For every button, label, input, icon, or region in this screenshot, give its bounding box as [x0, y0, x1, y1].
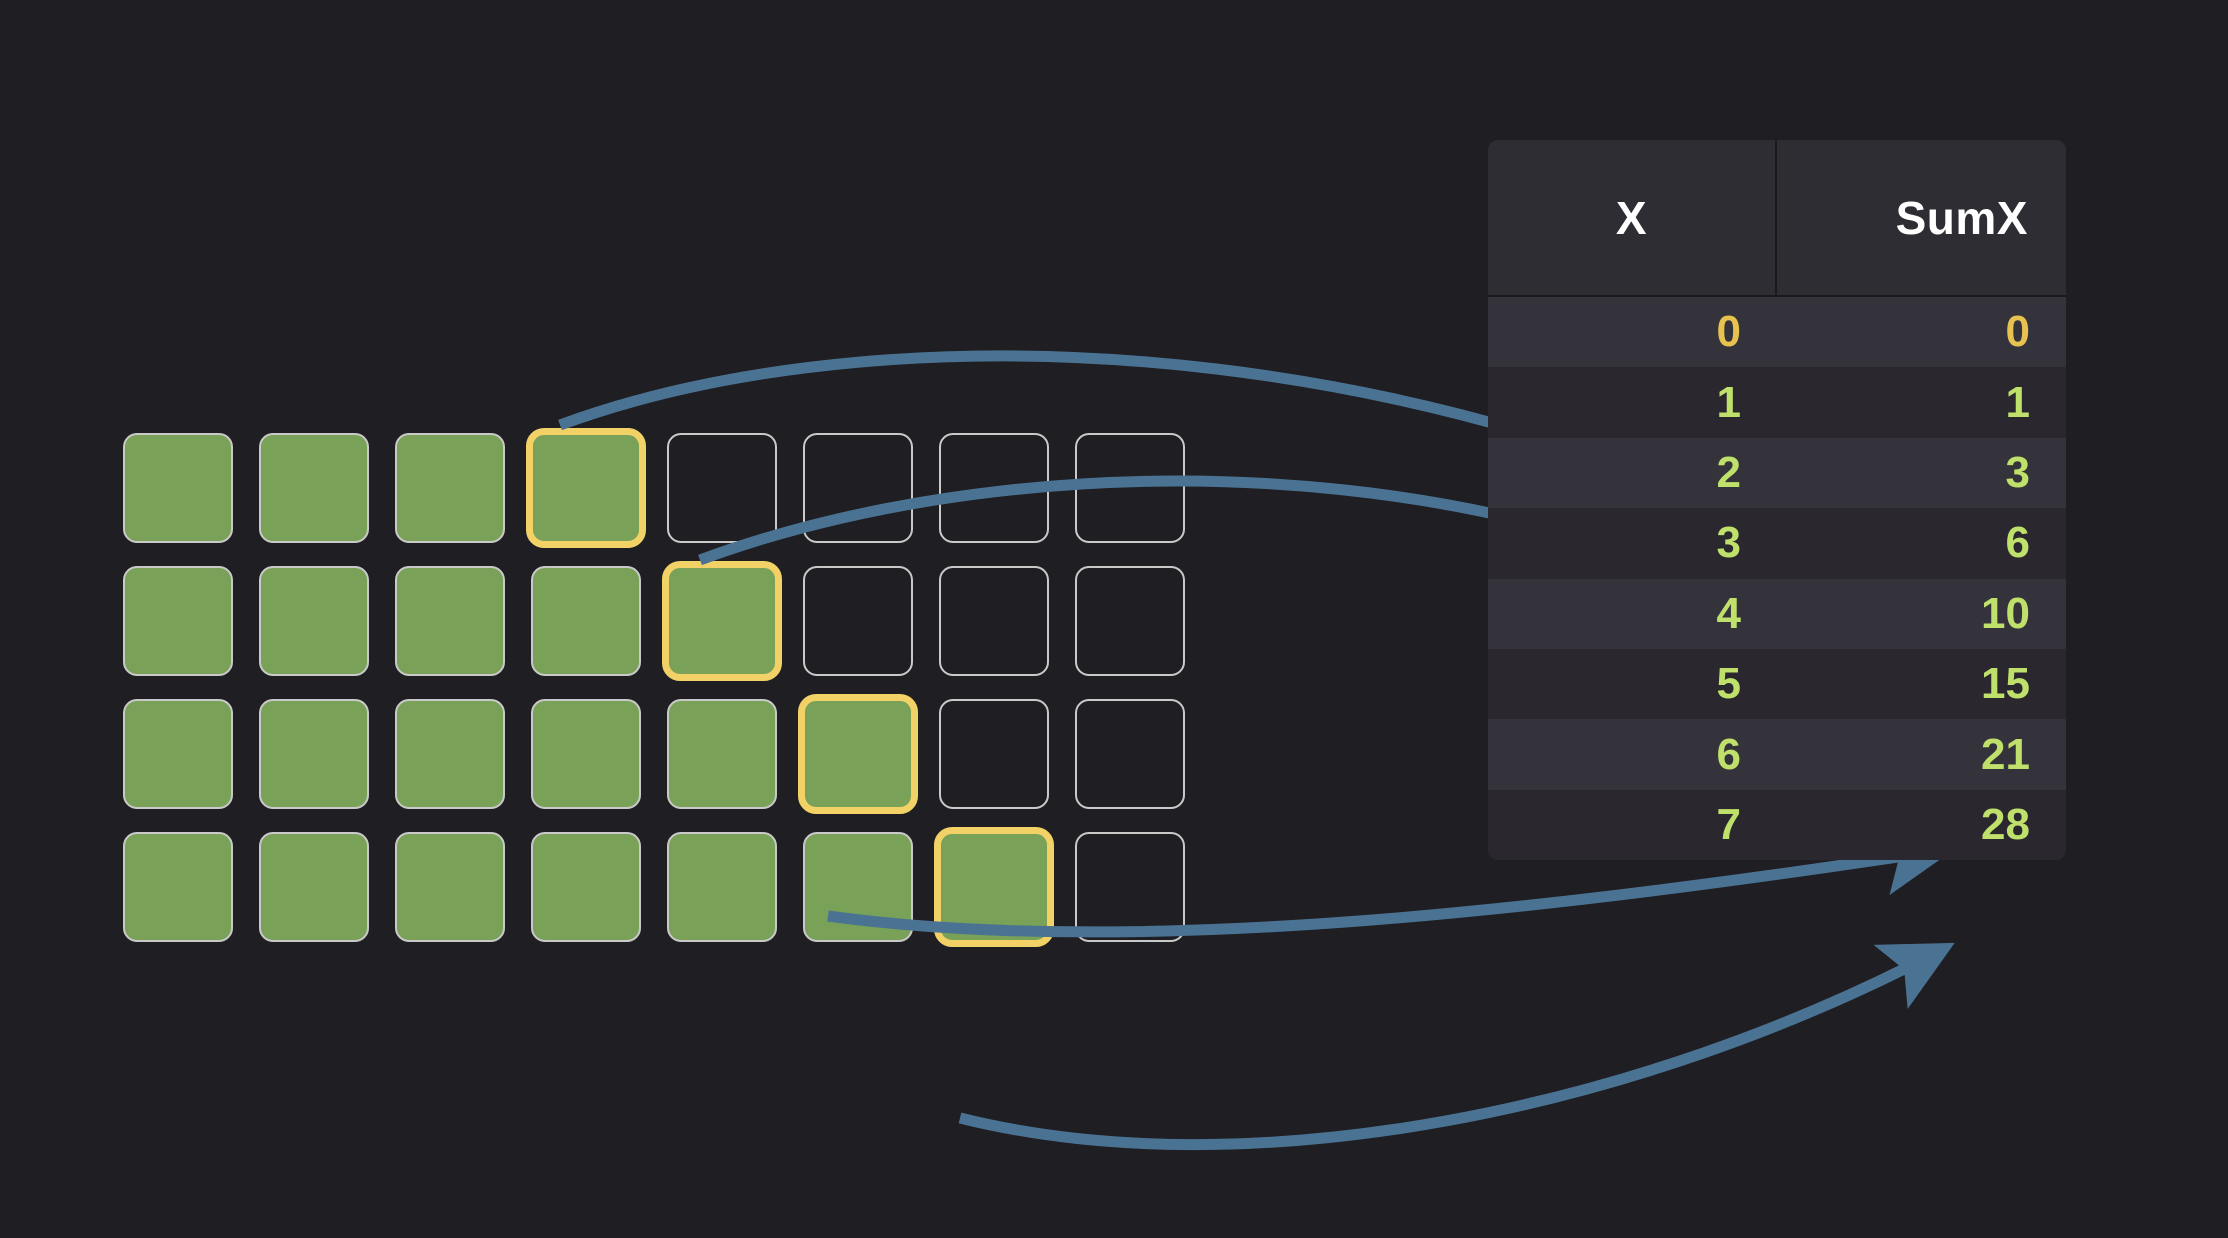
grid-cell-filled	[123, 433, 233, 543]
table-header-row: X SumX	[1488, 140, 2066, 297]
grid-cell-filled	[803, 832, 913, 942]
grid-cell-filled	[259, 832, 369, 942]
table-cell-sumx: 0	[2005, 307, 2030, 357]
table-cell-sumx: 15	[1981, 659, 2030, 709]
grid-cell-current	[662, 561, 782, 681]
grid-cell-empty	[939, 433, 1049, 543]
table-header-sumx: SumX	[1895, 191, 2028, 244]
table-row: 4 10	[1488, 578, 2066, 649]
grid-row-4	[123, 827, 1185, 947]
table-cell-x: 2	[1716, 447, 1741, 497]
grid-cell-empty	[939, 699, 1049, 809]
grid-cell-filled	[395, 433, 505, 543]
grid-row-1	[123, 428, 1185, 548]
grid-cell-empty	[1075, 433, 1185, 543]
grid-cell-current	[798, 694, 918, 814]
table-cell-x: 5	[1716, 659, 1741, 709]
grid-cell-empty	[803, 433, 913, 543]
grid-row-2	[123, 561, 1185, 681]
grid-cell-empty	[1075, 566, 1185, 676]
grid-cell-filled	[123, 699, 233, 809]
grid-cell-filled	[395, 699, 505, 809]
grid-cell-empty	[939, 566, 1049, 676]
grid-cell-filled	[531, 699, 641, 809]
grid-cell-filled	[395, 832, 505, 942]
grid-cell-filled	[531, 832, 641, 942]
table-cell-x: 0	[1716, 307, 1741, 357]
table-cell-sumx: 28	[1981, 799, 2030, 849]
table-cell-sumx: 6	[2005, 518, 2030, 568]
table-cell-x: 4	[1716, 588, 1741, 638]
grid-row-3	[123, 694, 1185, 814]
table-cell-x: 1	[1716, 377, 1741, 427]
table-cell-x: 6	[1716, 729, 1741, 779]
grid-cell-filled	[667, 699, 777, 809]
grid-cell-filled	[531, 566, 641, 676]
table-row: 7 28	[1488, 789, 2066, 861]
table-row: 6 21	[1488, 719, 2066, 790]
grid-cell-filled	[123, 566, 233, 676]
progress-bar-grid	[123, 428, 1185, 1103]
grid-cell-current	[934, 827, 1054, 947]
table-cell-sumx: 21	[1981, 729, 2030, 779]
grid-cell-empty	[1075, 699, 1185, 809]
table-cell-sumx: 1	[2005, 377, 2030, 427]
grid-cell-filled	[667, 832, 777, 942]
grid-cell-filled	[259, 566, 369, 676]
grid-cell-filled	[123, 832, 233, 942]
table-header-x: X	[1488, 140, 1777, 295]
grid-cell-empty	[667, 433, 777, 543]
grid-cell-filled	[259, 433, 369, 543]
grid-cell-empty	[1075, 832, 1185, 942]
table-cell-x: 7	[1716, 799, 1741, 849]
grid-cell-empty	[803, 566, 913, 676]
table-cell-x: 3	[1716, 518, 1741, 568]
table-cell-sumx: 10	[1981, 588, 2030, 638]
grid-cell-filled	[395, 566, 505, 676]
table-cell-sumx: 3	[2005, 447, 2030, 497]
table-row: 5 15	[1488, 648, 2066, 720]
grid-cell-filled	[259, 699, 369, 809]
grid-cell-current	[526, 428, 646, 548]
